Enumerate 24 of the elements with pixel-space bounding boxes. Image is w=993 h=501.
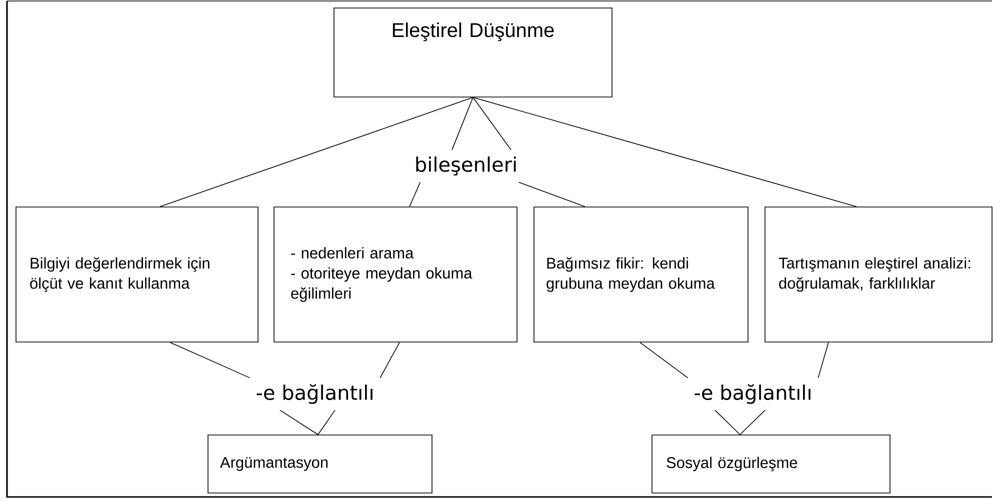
title-box: Eleştirel Düşünme (334, 8, 612, 98)
connector-label: -e bağlantılı (256, 384, 372, 404)
component-box: Bilgiyi değerlendirmek için ölçüt ve kanıt kullanma (16, 206, 258, 342)
concept-box: Sosyal özgürleşme (652, 434, 890, 494)
connector-line (740, 410, 766, 435)
component-box: Bağımsız fikir: kendi grubuna meydan okuma (534, 206, 748, 342)
connector-line (409, 182, 421, 207)
connector-line (640, 342, 688, 378)
connector-line (380, 342, 400, 378)
connector-line (452, 97, 474, 150)
connector-line (518, 182, 586, 207)
connector-line (714, 410, 740, 435)
component-box: - nedenleri arama - otoriteye meydan okuma eğilimleri (274, 206, 518, 342)
component-box: Tartışmanın eleştirel analizi: doğrulamak, farklılıklar (764, 206, 992, 342)
connector-label: bileşenleri (416, 156, 516, 176)
connector-label: -e bağlantılı (694, 384, 810, 404)
connector-line (318, 410, 336, 435)
connector-line (160, 97, 474, 207)
connector-line (472, 97, 857, 207)
connector-line (170, 342, 250, 378)
connector-line (818, 342, 829, 378)
concept-box: Argümantasyon (208, 434, 432, 494)
connector-line (280, 410, 318, 435)
connector-line (472, 97, 512, 150)
